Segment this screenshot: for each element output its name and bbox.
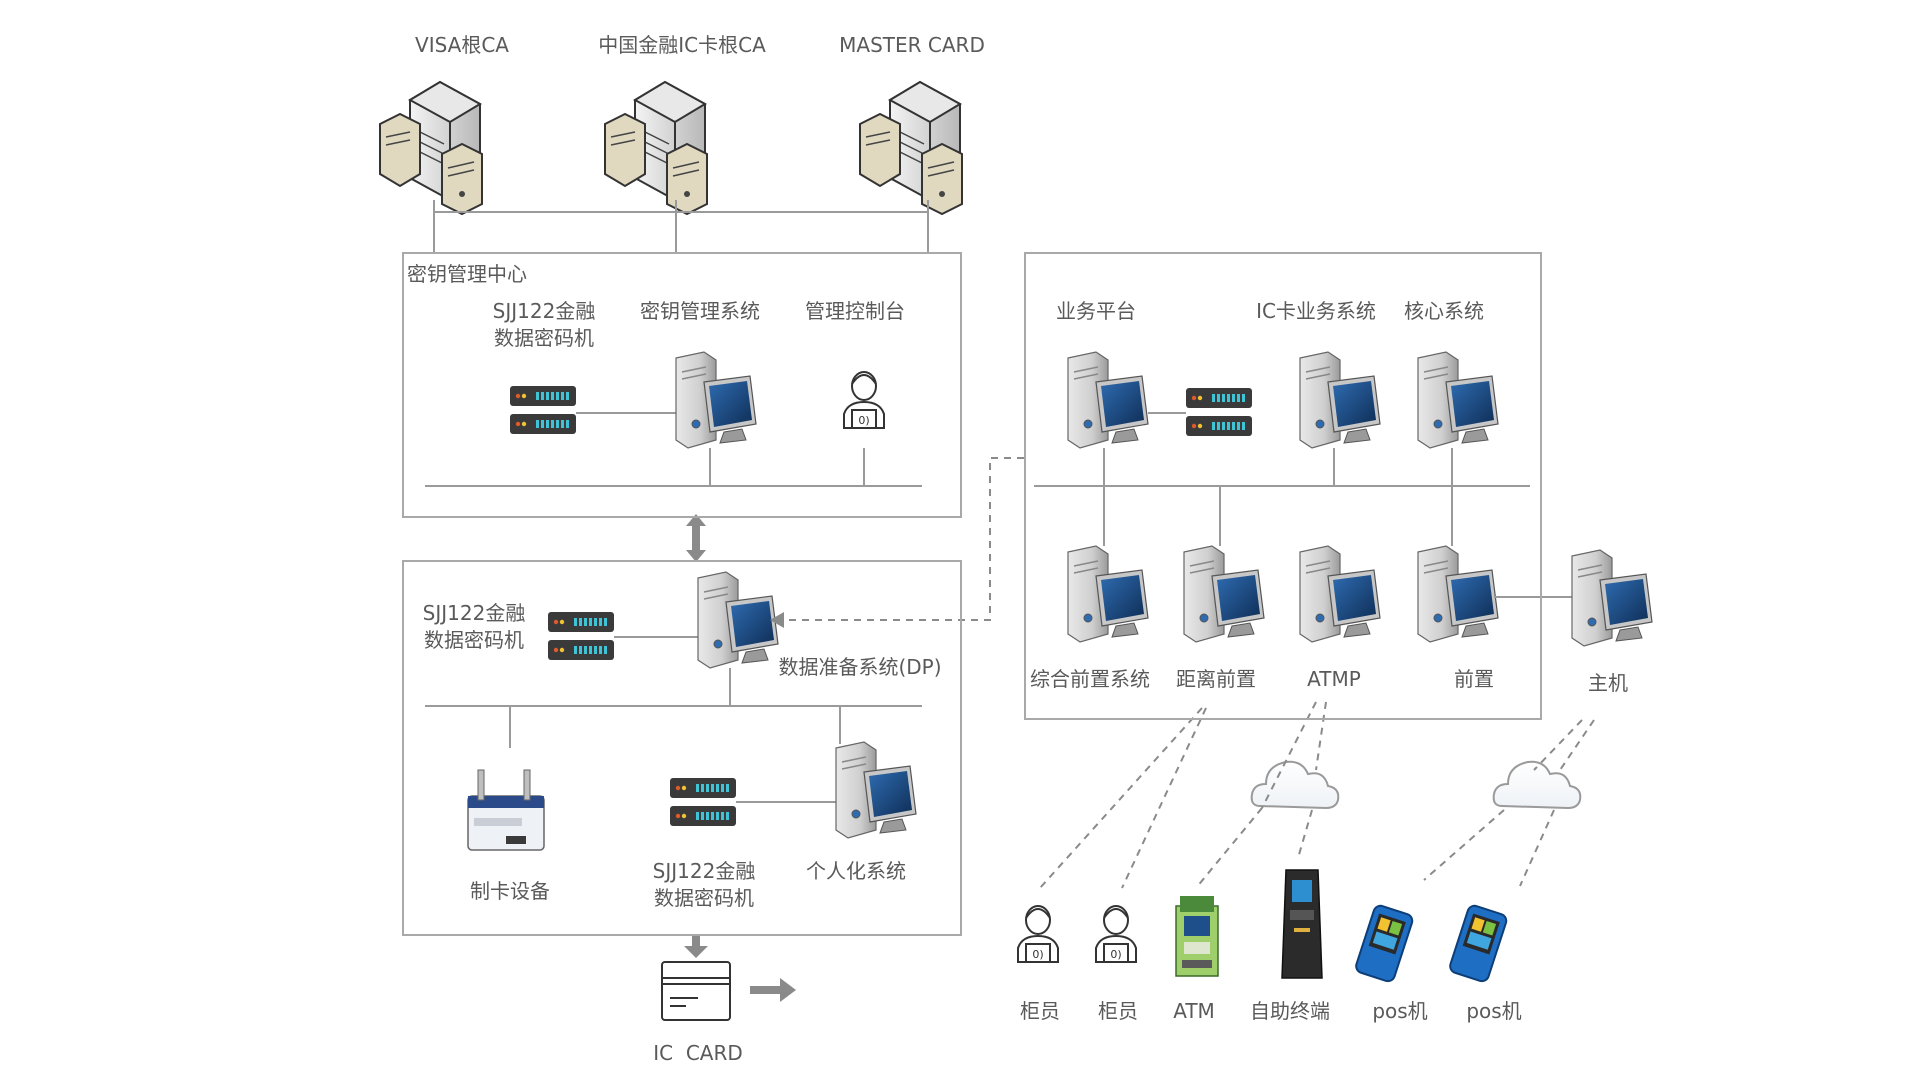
core-system-label: 核心系统 bbox=[1404, 299, 1484, 323]
terminal-label: pos机 bbox=[1372, 999, 1428, 1023]
teller-icon bbox=[1095, 905, 1137, 963]
terminals-row bbox=[1017, 869, 1508, 983]
integrated-front-label: 综合前置系统 bbox=[1030, 667, 1150, 691]
teller-icon bbox=[1017, 905, 1059, 963]
pos-icon bbox=[1449, 904, 1508, 983]
root-ca-bus-line bbox=[433, 200, 929, 252]
dp-hsm-label-line1: SJJ122金融 bbox=[422, 601, 526, 625]
bank-contents bbox=[1034, 351, 1653, 647]
network-cloud-icon bbox=[1250, 760, 1340, 809]
card-device-label: 制卡设备 bbox=[470, 879, 550, 903]
mastercard-root-ca-server-icon bbox=[859, 81, 963, 215]
dp-hsm-label-line2: 数据密码机 bbox=[423, 628, 524, 652]
front-label: 前置 bbox=[1454, 667, 1494, 691]
personalization-hsm-label: SJJ122金融 数据密码机 bbox=[653, 858, 756, 912]
business-platform-label: 业务平台 bbox=[1056, 299, 1136, 323]
bank-systems-box bbox=[1024, 252, 1542, 720]
cfca-root-ca-server-icon bbox=[604, 81, 708, 215]
console-label: 管理控制台 bbox=[805, 299, 905, 323]
key-management-center-box bbox=[402, 252, 962, 518]
personalization-hsm-label-line2: 数据密码机 bbox=[653, 886, 754, 910]
atmp-label: ATMP bbox=[1307, 667, 1361, 691]
dp-card-arrow bbox=[684, 934, 708, 958]
root-ca-group bbox=[379, 81, 963, 252]
host-computer-icon bbox=[1571, 549, 1653, 647]
kms-label: 密钥管理系统 bbox=[640, 299, 760, 323]
kmc-hsm-label: SJJ122金融 数据密码机 bbox=[493, 298, 596, 352]
kmc-title: 密钥管理中心 bbox=[407, 262, 527, 286]
cfca-root-ca-label: 中国金融IC卡根CA bbox=[598, 33, 766, 57]
dp-contents bbox=[425, 571, 922, 851]
dp-hsm-label: SJJ122金融 数据密码机 bbox=[423, 600, 526, 654]
visa-root-ca-label: VISA根CA bbox=[415, 33, 509, 57]
personalization-label: 个人化系统 bbox=[806, 859, 906, 883]
ic-card-icon bbox=[661, 961, 731, 1021]
ic-card-label: IC CARD bbox=[653, 1041, 743, 1065]
mastercard-root-ca-label: MASTER CARD bbox=[839, 33, 985, 57]
dp-system-label: 数据准备系统(DP) bbox=[778, 655, 942, 679]
kiosk-icon bbox=[1281, 869, 1323, 979]
visa-root-ca-server-icon bbox=[379, 81, 483, 215]
dp-dashed-arrowhead bbox=[770, 612, 784, 628]
host-label: 主机 bbox=[1588, 671, 1628, 695]
terminal-label: 柜员 bbox=[1098, 999, 1138, 1023]
kmc-contents bbox=[425, 351, 922, 487]
atm-icon bbox=[1175, 896, 1219, 977]
ic-business-label: IC卡业务系统 bbox=[1256, 299, 1376, 323]
data-preparation-box bbox=[402, 560, 962, 936]
terminal-label: ATM bbox=[1173, 999, 1215, 1023]
terminal-label: pos机 bbox=[1466, 999, 1522, 1023]
network-cloud-icon bbox=[1492, 760, 1582, 809]
card-making-device-icon bbox=[467, 769, 545, 851]
terminal-label: 柜员 bbox=[1020, 999, 1060, 1023]
bank-dp-dashed-link bbox=[780, 457, 1024, 621]
kmc-hsm-label-line1: SJJ122金融 bbox=[492, 299, 596, 323]
kmc-hsm-label-line2: 数据密码机 bbox=[493, 326, 594, 350]
terminal-label: 自助终端 bbox=[1250, 999, 1330, 1023]
personalization-hsm-label-line1: SJJ122金融 bbox=[652, 859, 756, 883]
kmc-dp-double-arrow bbox=[686, 514, 706, 562]
remote-front-label: 距离前置 bbox=[1176, 667, 1256, 691]
pos-icon bbox=[1355, 904, 1414, 983]
card-output-arrow bbox=[750, 978, 796, 1002]
